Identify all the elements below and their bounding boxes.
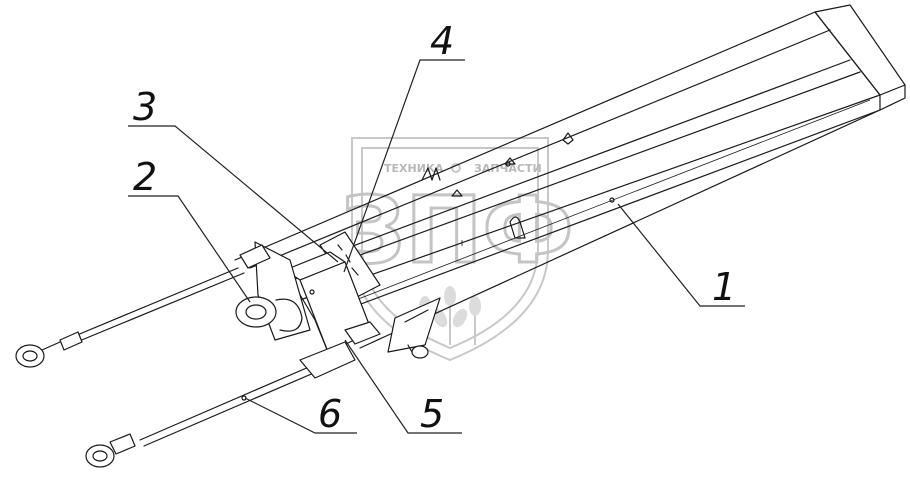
beam-bracket-small bbox=[562, 132, 574, 145]
callout-1: 1 bbox=[712, 265, 736, 309]
leader-6 bbox=[244, 397, 357, 434]
cable-upper-sleeve bbox=[59, 331, 83, 351]
leader-1 bbox=[617, 203, 745, 307]
cable-lower-fork bbox=[299, 341, 356, 379]
cable-upper-eye bbox=[15, 344, 45, 368]
pulley-housing bbox=[235, 241, 311, 341]
watermark-text-right: ЗАПЧАСТИ bbox=[474, 162, 542, 175]
callout-labels: 1 2 3 4 5 6 bbox=[133, 19, 736, 436]
cable-upper bbox=[15, 267, 245, 368]
beam-top-edge bbox=[234, 11, 816, 261]
beam bbox=[234, 4, 906, 349]
beam-bottom-edge bbox=[317, 109, 881, 321]
lower-bracket bbox=[387, 297, 441, 359]
cable-lower-sleeve bbox=[109, 433, 136, 455]
roller-ring bbox=[235, 296, 277, 328]
leader-4 bbox=[343, 59, 465, 273]
cable-lower bbox=[85, 341, 356, 468]
bracket-plate bbox=[319, 167, 441, 299]
beam-bolt-1 bbox=[609, 197, 615, 203]
beam-mid-edge bbox=[299, 94, 881, 301]
beam-end-cap bbox=[814, 4, 906, 96]
bracket-pin bbox=[411, 345, 429, 359]
callout-5: 5 bbox=[420, 392, 444, 436]
callout-6: 6 bbox=[318, 392, 342, 436]
beam-clip bbox=[509, 216, 526, 239]
leader-5 bbox=[344, 339, 462, 434]
leader-3 bbox=[128, 125, 339, 263]
leader-2 bbox=[128, 195, 251, 303]
callout-4: 4 bbox=[430, 19, 454, 63]
spring-clip bbox=[421, 167, 441, 181]
cable-lower-line bbox=[139, 359, 326, 441]
callout-3: 3 bbox=[133, 85, 157, 129]
clamp-bolt bbox=[309, 289, 315, 295]
watermark-gear-icon bbox=[451, 163, 461, 173]
bracket-plate-lower bbox=[387, 297, 441, 353]
cable-lower-eye bbox=[85, 444, 115, 468]
leader-lines bbox=[128, 59, 745, 434]
callout-2: 2 bbox=[133, 155, 157, 199]
clamp-block bbox=[284, 251, 381, 353]
cable-upper-line bbox=[69, 267, 239, 339]
